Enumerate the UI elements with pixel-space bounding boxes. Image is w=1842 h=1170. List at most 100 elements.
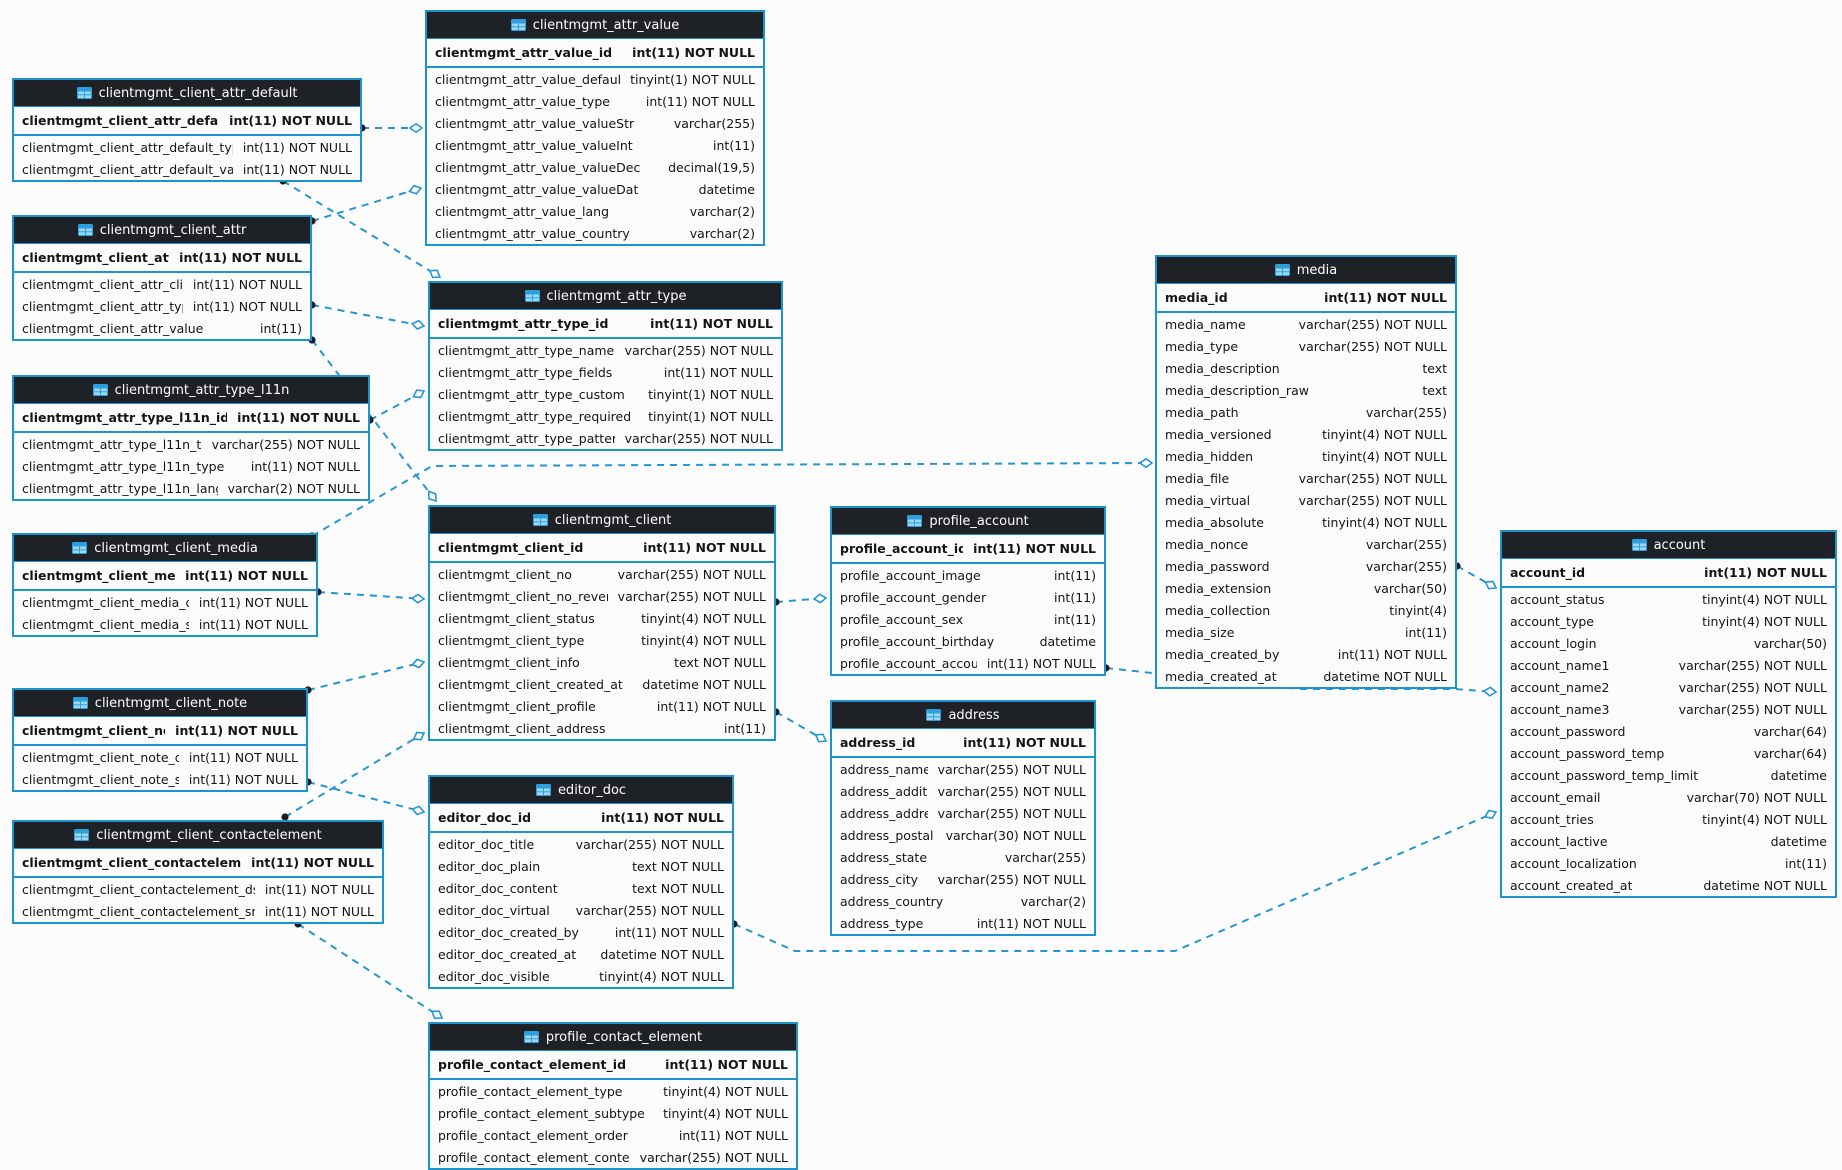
table-header[interactable]: media [1157, 257, 1455, 284]
relationship-clientmgmt_client_contactelement-to-profile_contact_element[interactable] [294, 920, 444, 1020]
table-header[interactable]: clientmgmt_client_attr [14, 217, 310, 244]
column-row[interactable]: address_additionvarchar(255) NOT NULL [832, 780, 1094, 802]
table-header[interactable]: profile_account [832, 508, 1104, 535]
table-header[interactable]: clientmgmt_client_media [14, 535, 316, 562]
relationship-clientmgmt_client-to-address[interactable] [772, 708, 828, 743]
table-header[interactable]: clientmgmt_client_note [14, 690, 306, 717]
table-header[interactable]: clientmgmt_client_attr_default [14, 80, 360, 107]
column-row[interactable]: address_addressvarchar(255) NOT NULL [832, 802, 1094, 824]
relationship-clientmgmt_client_contactelement-to-clientmgmt_client[interactable] [281, 731, 426, 821]
relationship-clientmgmt_attr_type_l11n-to-clientmgmt_attr_type[interactable] [366, 389, 426, 424]
relationship-clientmgmt_client_attr-to-clientmgmt_client[interactable] [308, 336, 437, 503]
pk-row[interactable]: clientmgmt_client_attr_default_idint(11)… [14, 107, 360, 134]
column-row[interactable]: clientmgmt_client_attr_clientint(11) NOT… [14, 273, 310, 295]
table-header[interactable]: editor_doc [430, 777, 732, 804]
table-header[interactable]: clientmgmt_attr_type_l11n [14, 377, 368, 404]
table-header[interactable]: address [832, 702, 1094, 729]
relationship-clientmgmt_client_attr_default-to-clientmgmt_attr_value[interactable] [358, 122, 424, 134]
table-header[interactable]: clientmgmt_attr_value [427, 12, 763, 39]
relationship-clientmgmt_client-to-profile_account[interactable] [772, 593, 828, 606]
relationship-clientmgmt_client_attr-to-clientmgmt_attr_value[interactable] [308, 184, 423, 225]
relationship-media-to-account[interactable] [1453, 562, 1498, 590]
relationship-clientmgmt_client_note-to-editor_doc[interactable] [304, 778, 426, 816]
